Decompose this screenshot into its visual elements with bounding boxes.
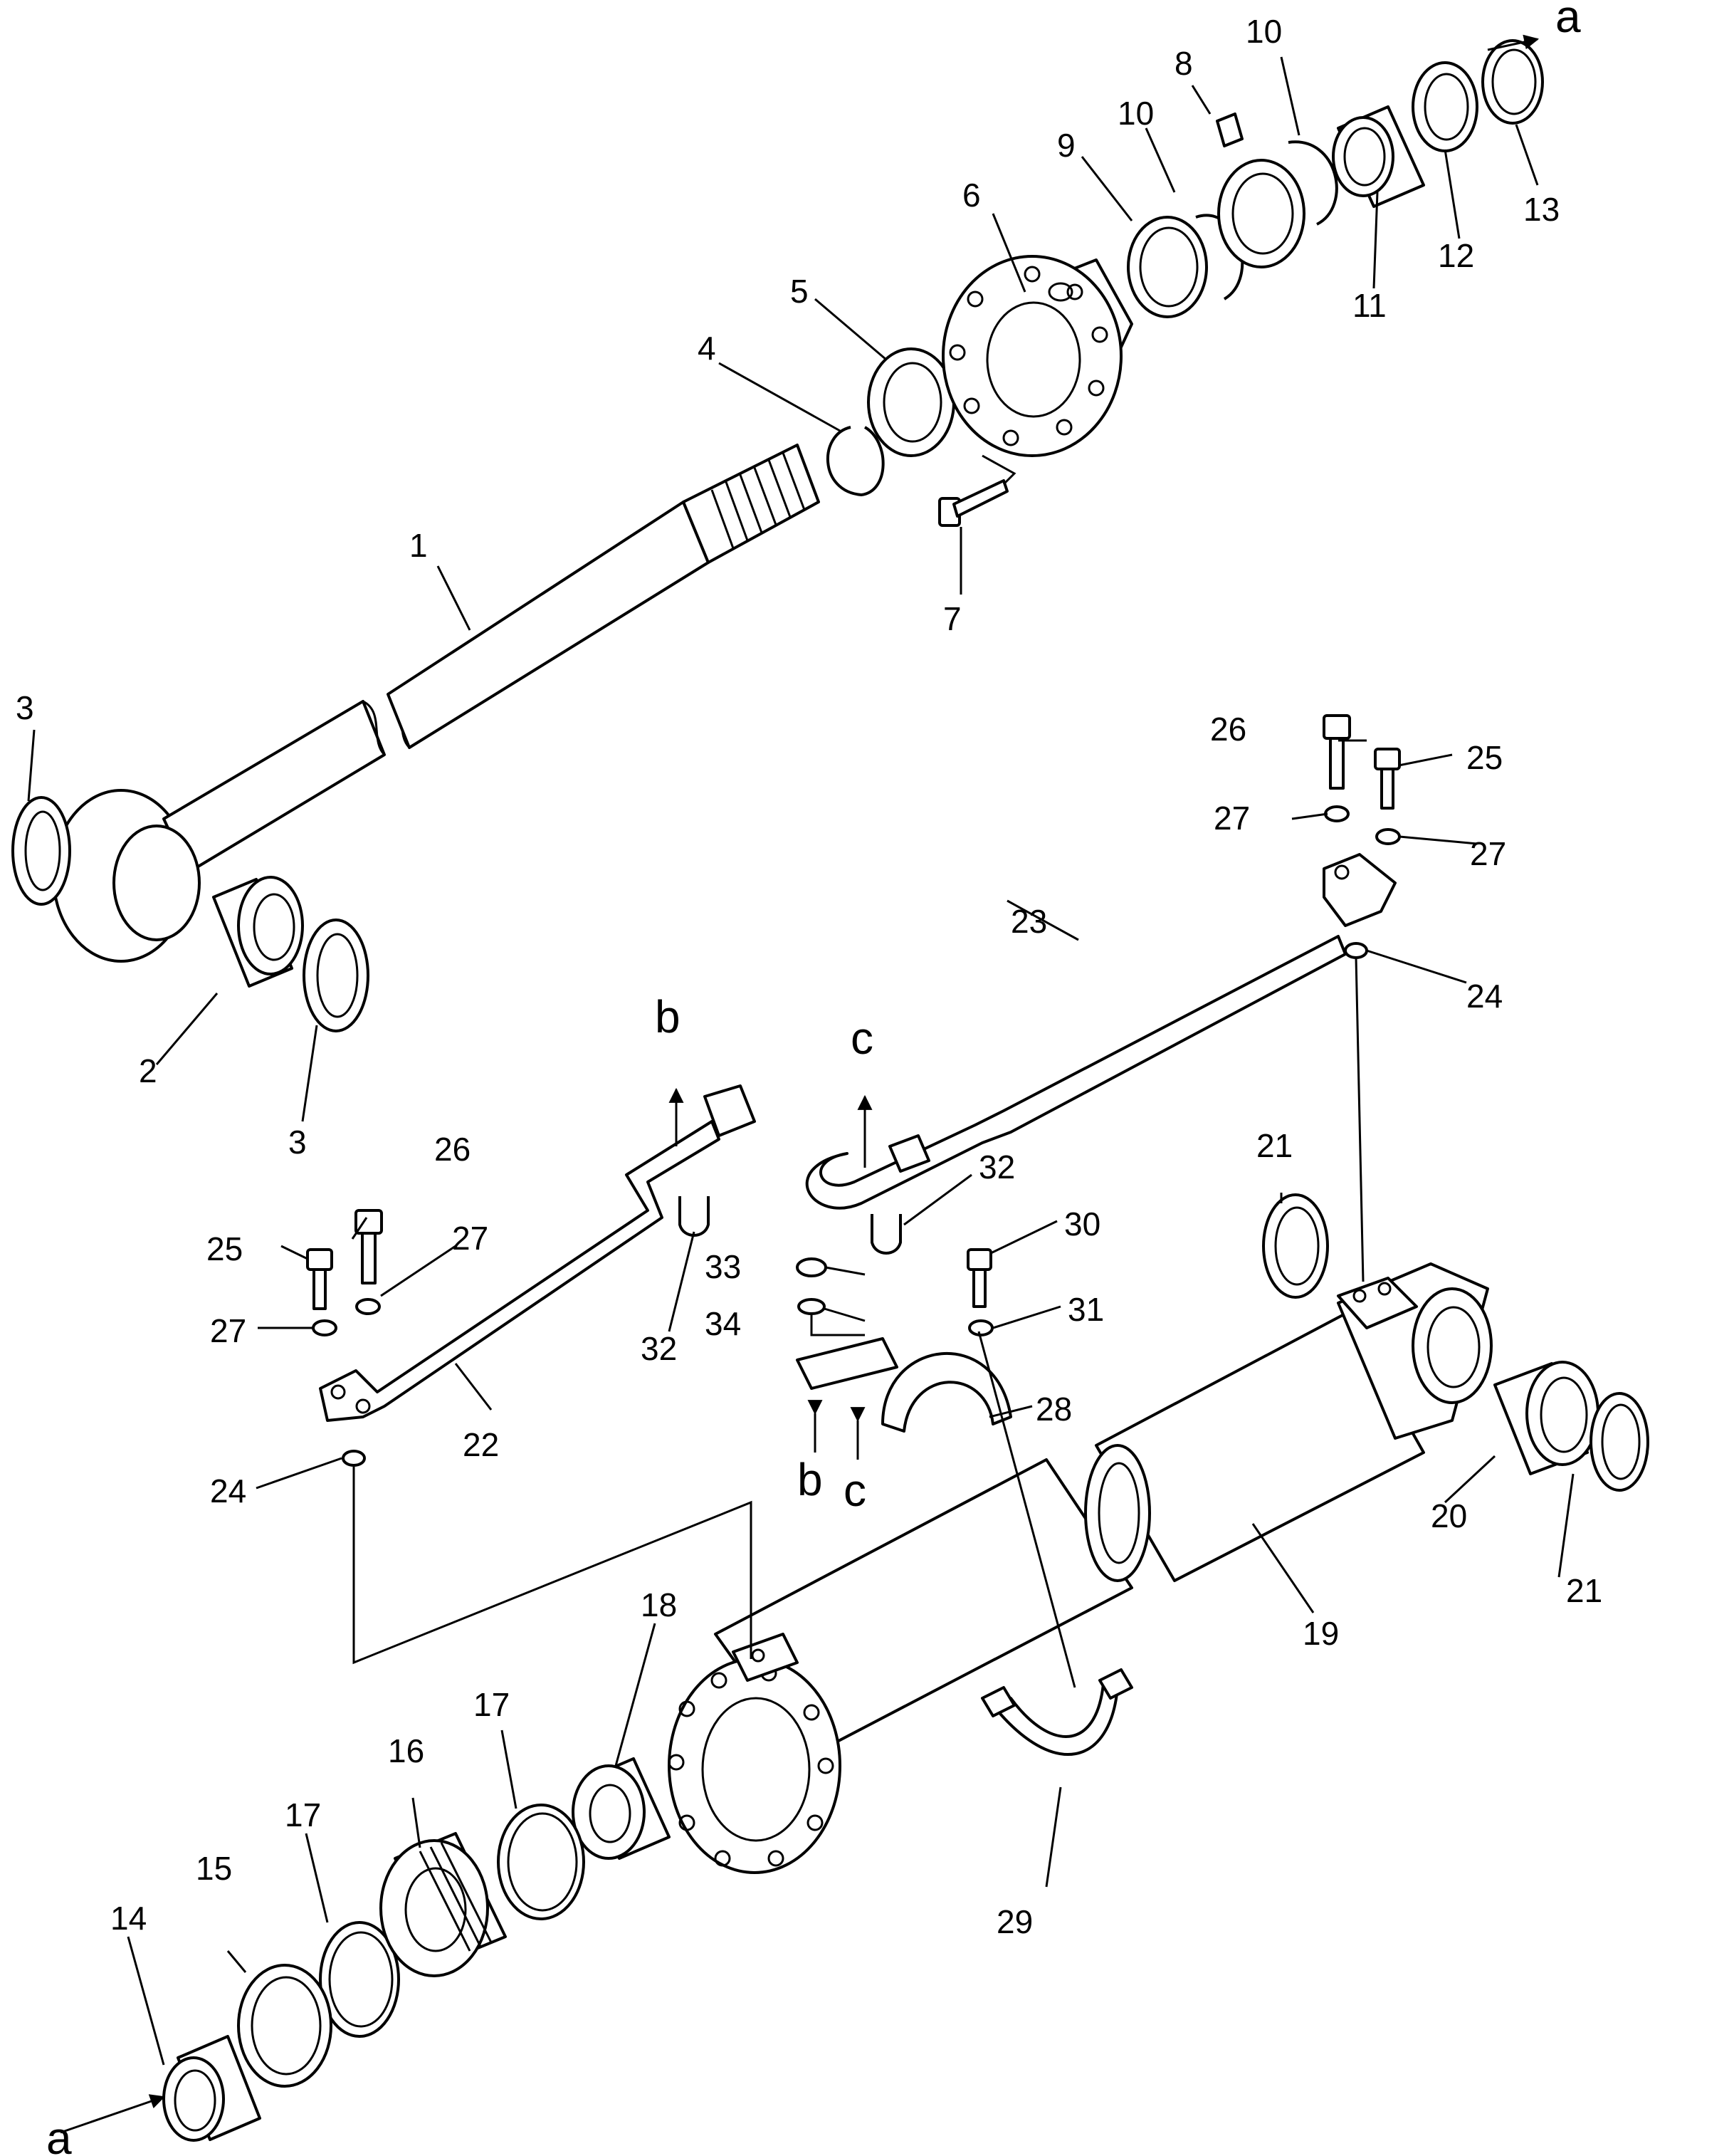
connection-lines (352, 957, 1365, 1688)
wear-ring-part-17 (319, 1804, 585, 2038)
nut-part-33 (796, 1257, 827, 1277)
clamp-part-28 (796, 1337, 1012, 1433)
label-1: 1 (409, 527, 428, 564)
label-7: 7 (943, 600, 962, 637)
label-5: 5 (790, 273, 809, 310)
bolt-part-7 (938, 454, 1016, 527)
connector-b-bottom: b (797, 1454, 823, 1505)
label-6: 6 (962, 177, 981, 214)
bolt-part-25-lower (306, 1248, 333, 1310)
label-27: 27 (1470, 835, 1506, 872)
label-10: 10 (1246, 13, 1282, 50)
label-12: 12 (1438, 237, 1474, 274)
cylinder-head-part-6 (942, 255, 1133, 457)
label-23: 23 (1011, 903, 1047, 940)
label-32: 32 (979, 1148, 1015, 1186)
label-27: 27 (210, 1312, 246, 1349)
label-34: 34 (705, 1305, 741, 1342)
leader-lines (27, 34, 1575, 2134)
pipe-part-23 (805, 853, 1397, 1210)
label-11: 11 (1352, 287, 1387, 324)
bolt-part-26-upper (1323, 714, 1351, 790)
label-25: 25 (1466, 739, 1503, 776)
label-3: 3 (16, 689, 34, 726)
label-18: 18 (641, 1586, 677, 1623)
label-32: 32 (641, 1330, 677, 1367)
label-21: 21 (1566, 1572, 1602, 1609)
bolt-part-26-lower (354, 1209, 383, 1284)
u-bolt-part-32 (678, 1196, 902, 1255)
label-17: 17 (473, 1686, 510, 1723)
label-2: 2 (139, 1052, 157, 1089)
pipe-part-22 (319, 1084, 756, 1422)
label-15: 15 (196, 1850, 232, 1887)
label-4: 4 (698, 330, 716, 367)
label-27: 27 (452, 1220, 488, 1257)
connector-c-top: c (851, 1012, 873, 1064)
label-25: 25 (206, 1230, 243, 1267)
piston-rod-part-1 (52, 444, 820, 963)
buffer-ring-part-9 (1127, 216, 1208, 318)
band-part-29 (981, 1668, 1133, 1756)
label-31: 31 (1068, 1291, 1104, 1328)
label-26: 26 (434, 1131, 471, 1168)
label-16: 16 (388, 1732, 424, 1769)
label-8: 8 (1175, 45, 1193, 82)
bushing-part-11 (1332, 105, 1425, 208)
label-3: 3 (288, 1124, 307, 1161)
bushing-part-5 (867, 347, 955, 457)
connector-c-bottom: c (844, 1465, 866, 1516)
label-14: 14 (110, 1900, 147, 1937)
part-labels: 1 2 3 3 4 5 6 7 8 9 10 10 11 12 13 14 15… (16, 13, 1602, 1940)
spring-washer-part-27-lower (312, 1298, 381, 1336)
bolt-part-30 (967, 1248, 992, 1308)
washer-part-34 (797, 1298, 826, 1315)
label-19: 19 (1303, 1615, 1339, 1652)
label-24: 24 (1466, 978, 1503, 1015)
connector-labels: a a b b c c (46, 0, 1581, 2156)
label-10: 10 (1118, 95, 1154, 132)
spring-washer-part-31 (968, 1319, 994, 1336)
snap-ring-part-12 (1412, 61, 1478, 152)
spring-washer-part-27-upper (1324, 805, 1401, 845)
snap-ring-part-4 (826, 426, 885, 496)
label-26: 26 (1210, 711, 1246, 748)
bolt-part-25-upper (1374, 748, 1401, 810)
piston-ring-part-15 (237, 1964, 332, 2088)
dust-seal-part-3 (11, 796, 369, 1032)
label-30: 30 (1064, 1205, 1100, 1242)
cylinder-tube-part-19 (668, 1262, 1493, 1874)
piston-part-16 (379, 1832, 507, 1977)
label-22: 22 (463, 1426, 499, 1463)
dust-seal-part-21 (1262, 1193, 1649, 1492)
cushion-part-14 (162, 2035, 261, 2142)
connector-b-top: b (655, 991, 681, 1042)
connector-a-top: a (1555, 0, 1581, 42)
label-33: 33 (705, 1248, 741, 1285)
nut-part-18 (572, 1757, 671, 1860)
label-24: 24 (210, 1472, 246, 1509)
bushing-part-2 (212, 876, 304, 988)
label-13: 13 (1523, 191, 1560, 228)
label-17: 17 (285, 1796, 321, 1833)
rod-packing-part-8 (1216, 112, 1305, 268)
label-9: 9 (1057, 127, 1076, 164)
connector-a-bottom: a (46, 2113, 72, 2156)
label-28: 28 (1036, 1391, 1072, 1428)
dust-seal-part-13 (1481, 39, 1544, 125)
label-21: 21 (1256, 1127, 1293, 1164)
label-29: 29 (997, 1903, 1033, 1940)
label-27: 27 (1214, 800, 1250, 837)
label-20: 20 (1431, 1497, 1467, 1534)
bushing-part-20 (1493, 1361, 1599, 1475)
